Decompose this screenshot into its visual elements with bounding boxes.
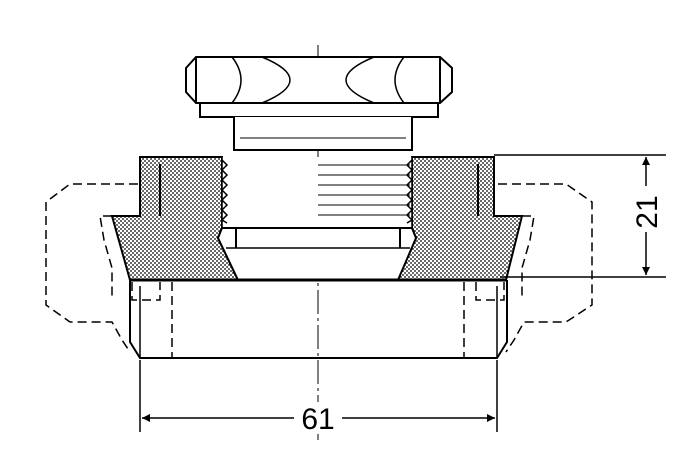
dimension-width-label: 61 (301, 403, 334, 436)
inner-sleeve (216, 227, 418, 281)
thread-bore (220, 157, 414, 228)
clamp-hidden-lines (45, 183, 593, 358)
dimension-width: 61 (139, 360, 498, 436)
hex-nut (185, 56, 453, 118)
neck (233, 117, 413, 151)
ferrule (129, 280, 508, 359)
body-section-left (110, 156, 240, 281)
dimension-height-label: 21 (631, 195, 664, 228)
body-section-right (394, 156, 524, 281)
body-steps (112, 157, 522, 217)
dimension-height: 21 (494, 154, 666, 278)
